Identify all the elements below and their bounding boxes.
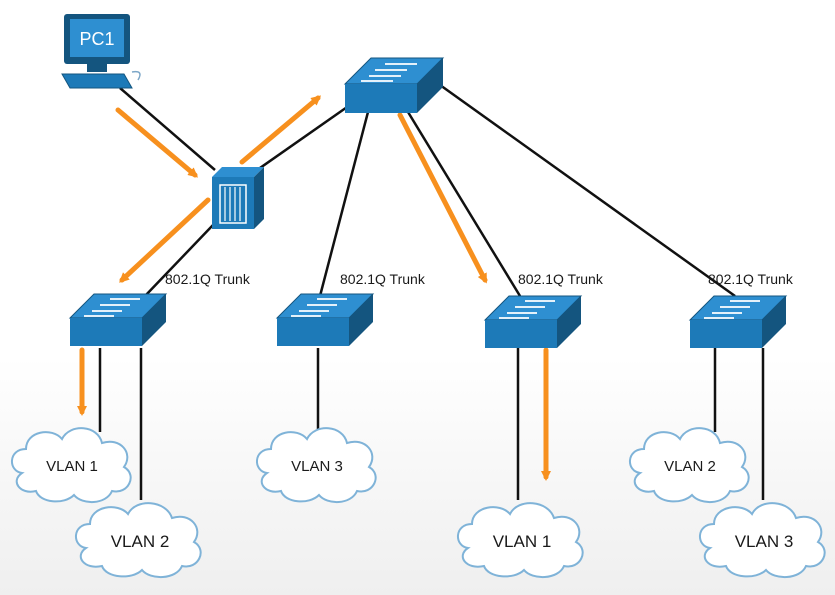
switch-core[interactable]: [343, 57, 445, 113]
switch-arrows-icon: [84, 298, 140, 317]
cloud-label: VLAN 2: [111, 532, 170, 551]
arrow-router-to-sw1: [119, 197, 211, 283]
link-core-sw3: [406, 111, 522, 297]
trunk-label-3: 802.1Q Trunk: [518, 271, 604, 287]
switch-access-2[interactable]: [275, 293, 375, 346]
switch-access-3[interactable]: [483, 295, 583, 348]
cloud-label: VLAN 3: [291, 458, 343, 475]
cloud-sw4-vlan2: VLAN 2: [629, 427, 750, 503]
trunk-label-4: 802.1Q Trunk: [708, 271, 794, 287]
cloud-sw3-vlan1: VLAN 1: [457, 502, 584, 578]
link-core-sw4: [439, 83, 736, 298]
switch-access-4[interactable]: [688, 295, 788, 348]
trunk-label-1: 802.1Q Trunk: [165, 271, 251, 287]
trunk-label-2: 802.1Q Trunk: [340, 271, 426, 287]
trunk-labels: 802.1Q Trunk 802.1Q Trunk 802.1Q Trunk 8…: [165, 271, 794, 287]
cloud-sw1-vlan2: VLAN 2: [75, 502, 202, 578]
link-router-sw1: [144, 224, 214, 297]
pc1[interactable]: PC1: [61, 14, 141, 89]
switch-arrows-icon: [499, 300, 555, 319]
cloud-label: VLAN 1: [493, 532, 552, 551]
link-core-sw2: [318, 111, 370, 297]
cloud-label: VLAN 2: [664, 458, 716, 475]
switch-arrows-icon: [291, 298, 347, 317]
cloud-sw1-vlan1: VLAN 1: [11, 427, 132, 503]
router[interactable]: [212, 167, 264, 229]
mouse-icon: [131, 70, 141, 81]
arrow-pc1-to-router: [115, 107, 199, 178]
cloud-sw2-vlan3: VLAN 3: [256, 427, 377, 503]
keyboard-icon: [61, 73, 133, 89]
switch-arrows-icon: [704, 300, 760, 319]
links: [98, 83, 765, 500]
arrow-core-to-sw3: [397, 112, 488, 284]
monitor-screen: [70, 19, 124, 57]
switch-access-1[interactable]: [68, 293, 168, 346]
cloud-sw4-vlan3: VLAN 3: [699, 502, 826, 578]
cloud-label: VLAN 1: [46, 458, 98, 475]
pc1-label: PC1: [79, 29, 114, 49]
link-router-core: [249, 103, 351, 177]
cloud-label: VLAN 3: [735, 532, 794, 551]
traffic-arrows: [77, 95, 551, 481]
switch-arrows-icon: [361, 63, 417, 82]
link-pc1-router: [119, 87, 216, 171]
monitor-neck: [87, 64, 107, 72]
arrow-router-to-core: [239, 95, 322, 165]
